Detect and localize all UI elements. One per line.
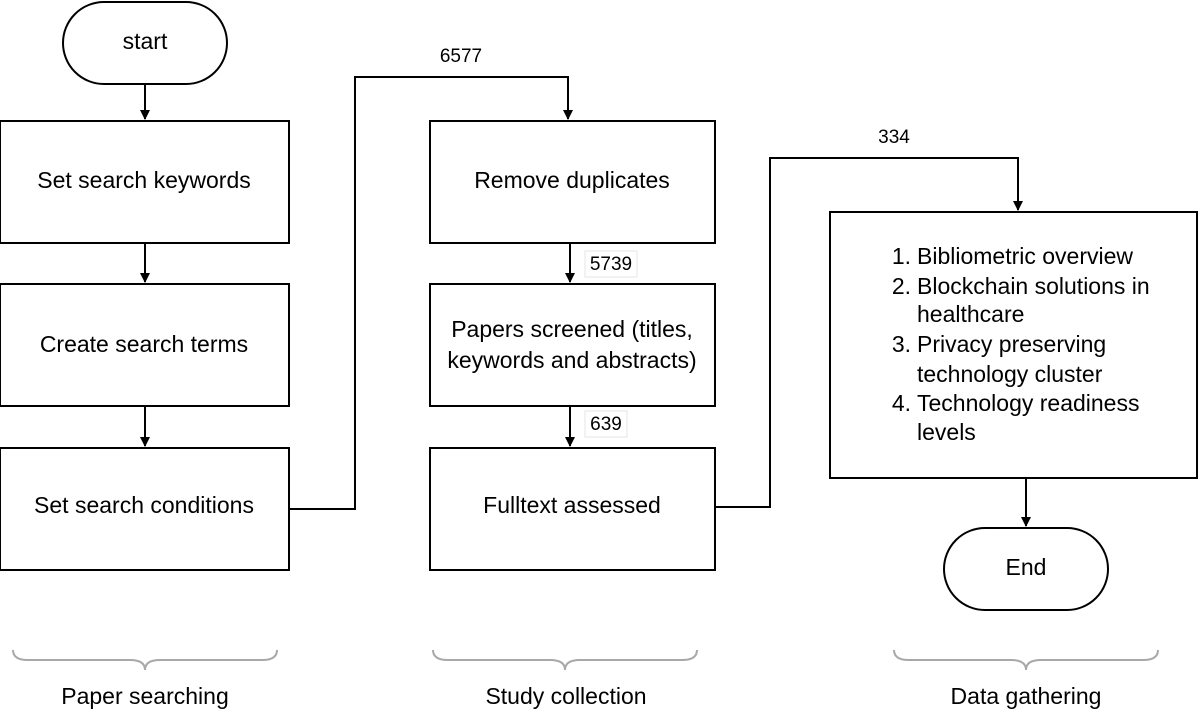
set-search-keywords-label: Set search keywords [37, 167, 250, 193]
count-5739: 5739 [590, 254, 632, 275]
list-item-number: 3. [892, 331, 911, 357]
set-search-conditions-box [0, 447, 290, 571]
fulltext-assessed-box [429, 447, 716, 571]
remove-duplicates-label: Remove duplicates [474, 167, 670, 193]
create-search-terms-label: Create search terms [40, 331, 248, 357]
brace-data-gathering [893, 649, 1159, 671]
brace-study-collection [432, 649, 698, 671]
list-item-text: Privacy preserving [917, 331, 1106, 357]
list-item-text: Bibliometric overview [917, 243, 1133, 269]
list-item-text: Technology readiness [917, 390, 1139, 416]
list-item-text: technology cluster [917, 361, 1103, 387]
create-search-terms-box [0, 283, 290, 407]
data-gathering-box [829, 211, 1198, 479]
connector-fulltext-to-data-gathering [715, 157, 1023, 508]
remove-duplicates-box [429, 120, 716, 244]
count-639: 639 [590, 414, 622, 435]
list-item-text: Blockchain solutions in [917, 273, 1150, 299]
connector-conditions-to-duplicates [289, 76, 573, 510]
count-6577: 6577 [440, 46, 482, 67]
papers-screened-label-line1: Papers screened (titles, [451, 316, 693, 342]
list-item-text: levels [917, 419, 976, 445]
phase-label-paper-searching: Paper searching [61, 683, 229, 709]
count-639-bg [584, 410, 628, 438]
brace-paper-searching [12, 649, 278, 671]
phase-label-data-gathering: Data gathering [951, 683, 1102, 709]
set-search-keywords-box [0, 120, 290, 244]
count-334: 334 [878, 127, 910, 148]
data-gathering-list: 1. Bibliometric overview 2. Blockchain s… [892, 243, 1150, 445]
list-item-number: 4. [892, 390, 911, 416]
end-terminal [943, 527, 1109, 611]
phase-label-study-collection: Study collection [485, 683, 646, 709]
start-label: start [123, 28, 168, 54]
set-search-conditions-label: Set search conditions [34, 492, 254, 518]
papers-screened-box [429, 283, 716, 407]
list-item-text: healthcare [917, 301, 1024, 327]
papers-screened-label-line2: keywords and abstracts) [447, 347, 696, 373]
count-5739-bg [584, 250, 638, 278]
fulltext-assessed-label: Fulltext assessed [483, 492, 661, 518]
list-item-number: 1. [892, 243, 911, 269]
list-item-number: 2. [892, 273, 911, 299]
end-label: End [1006, 554, 1047, 580]
